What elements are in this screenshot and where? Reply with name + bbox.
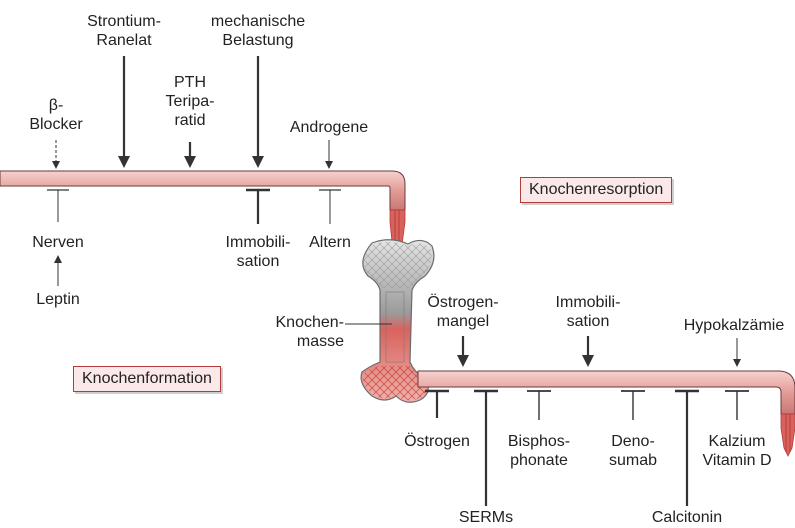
label-nerven: Nerven — [23, 233, 93, 252]
lower-stimulator-arrows — [457, 336, 741, 367]
label-oestrogenmangel: Östrogen-mangel — [413, 293, 513, 331]
lower-pipe-flow — [781, 414, 795, 456]
label-beta-blocker: β-Blocker — [26, 96, 86, 134]
label-immobilisation-2: Immobili-sation — [540, 293, 636, 331]
resorption-box: Knochenresorption — [520, 177, 672, 203]
label-serms: SERMs — [451, 508, 521, 527]
label-immobilisation: Immobili-sation — [210, 233, 306, 271]
label-altern: Altern — [300, 233, 360, 252]
label-leptin: Leptin — [23, 290, 93, 309]
formation-box: Knochenformation — [73, 366, 221, 392]
label-strontium-ranelat: Strontium-Ranelat — [74, 12, 174, 50]
label-denosumab: Deno-sumab — [598, 432, 668, 470]
label-oestrogen: Östrogen — [397, 432, 477, 451]
label-hypokalzaemie: Hypokalzämie — [675, 316, 793, 335]
label-knochenmasse: Knochen-masse — [250, 313, 344, 351]
label-androgene: Androgene — [279, 118, 379, 137]
label-calcitonin: Calcitonin — [642, 508, 732, 527]
label-bisphosphonate: Bisphos-phonate — [499, 432, 579, 470]
